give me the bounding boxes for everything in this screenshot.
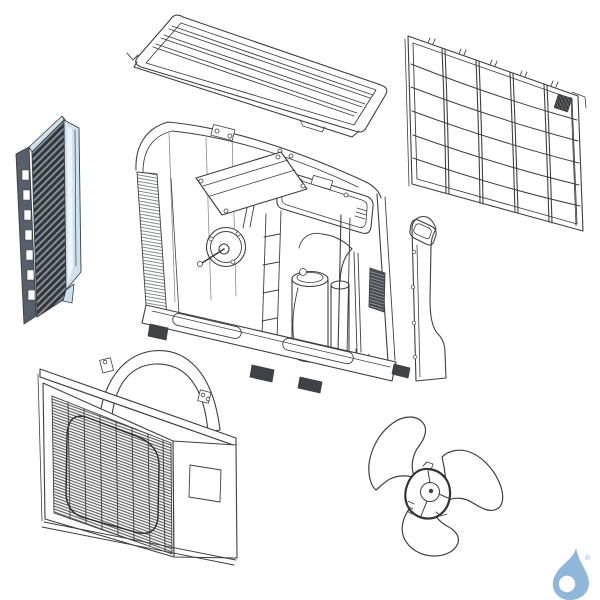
shroud-tabs (99, 357, 212, 404)
rating-label (188, 464, 222, 503)
grille-corner-clip (553, 93, 573, 113)
fan-blade (368, 416, 427, 491)
brand-watermark: ® (552, 548, 591, 600)
top-cover-ridges (152, 25, 374, 117)
part-top-cover-panel (126, 14, 388, 138)
coil-edge-slots (21, 169, 36, 301)
grille-top-clips (427, 37, 559, 88)
front-grille (51, 395, 173, 555)
part-rear-grille (404, 35, 587, 232)
chassis-coil-fins (136, 171, 168, 321)
water-drop-swirl (558, 575, 576, 593)
grille-stay-wires (67, 401, 166, 552)
partition-frame (261, 210, 282, 341)
fan-hub (404, 461, 452, 520)
base-pan (141, 304, 397, 382)
fan-blade (441, 449, 504, 512)
band-brackets (210, 124, 294, 159)
grille-vertical-ribs (441, 47, 553, 224)
part-front-panel (37, 368, 238, 566)
part-corner-panel (409, 215, 447, 382)
diagram-root: ® (15, 14, 591, 600)
motor-shaft (201, 248, 225, 264)
suction-pipe (321, 233, 353, 282)
grille-wires (410, 63, 581, 207)
chassis-top-band (135, 121, 367, 183)
part-fan-propeller (368, 416, 504, 557)
fan-opening-outline (65, 415, 160, 534)
part-fan-shroud (98, 350, 221, 433)
corner-panel-handle (409, 219, 437, 246)
fan-motor (197, 226, 247, 268)
motor-bracket (195, 151, 308, 229)
registered-trademark: ® (584, 554, 591, 562)
part-condenser-coil (15, 115, 82, 325)
mounting-feet (147, 323, 411, 394)
coil-fin-face (31, 119, 67, 318)
compressor-terminal (299, 268, 307, 276)
corner-panel-screws (410, 249, 418, 360)
side-vent-grille (368, 267, 386, 313)
part-chassis-assembly (135, 121, 411, 394)
